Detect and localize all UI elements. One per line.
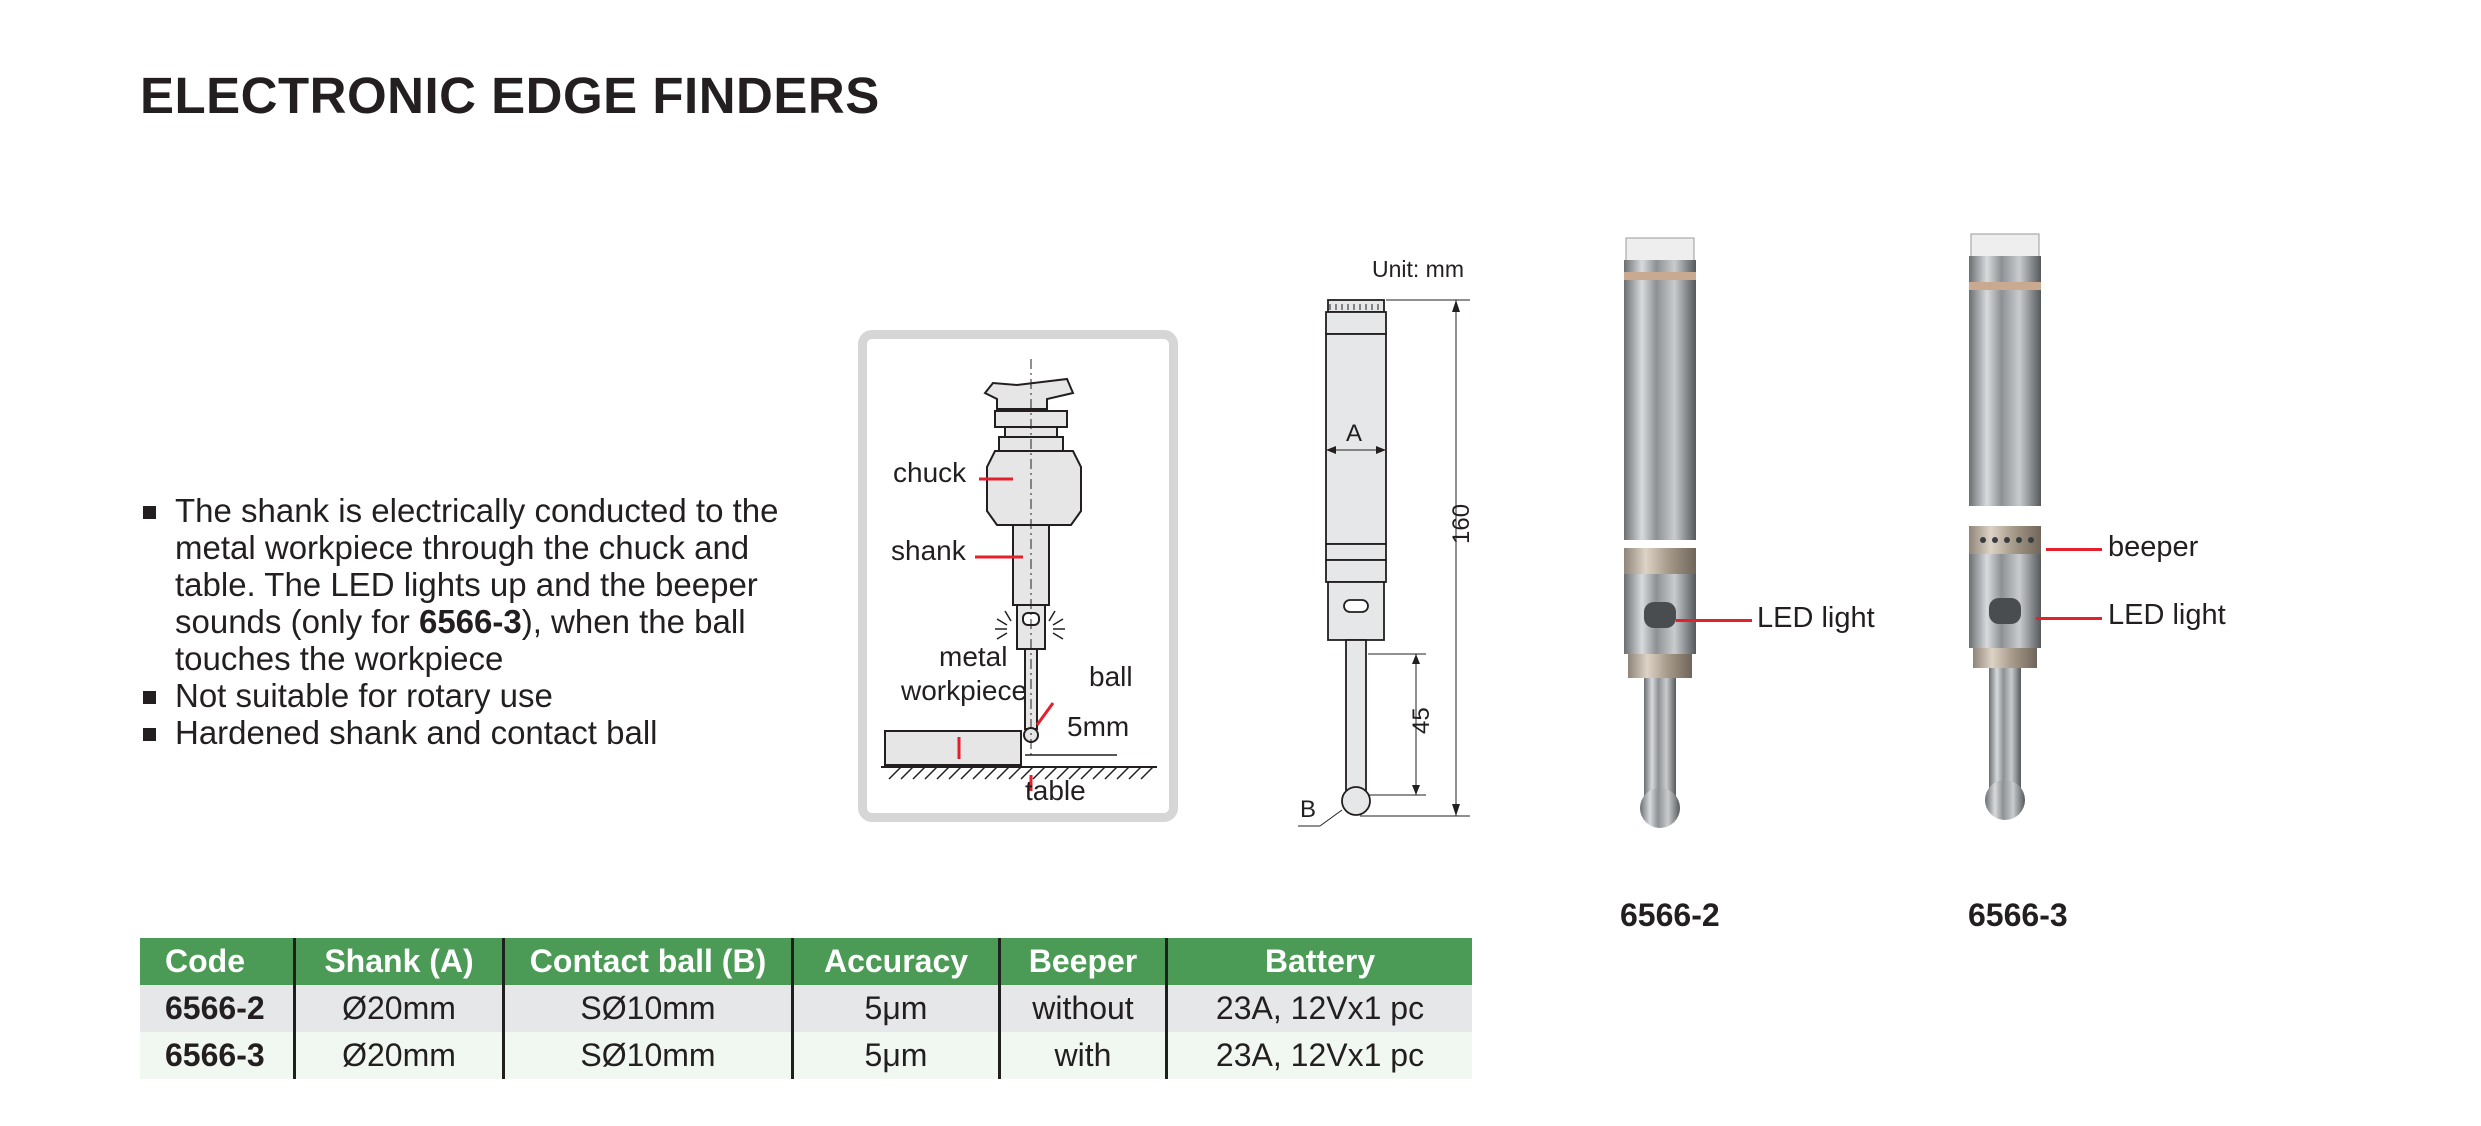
cell-code: 6566-2 — [140, 985, 295, 1032]
product-photo-6566-3 — [1969, 233, 2041, 820]
dim-label-a: A — [1346, 420, 1363, 447]
column-header: Code — [140, 938, 295, 985]
cell-code: 6566-3 — [140, 1032, 295, 1079]
unit-label: Unit: mm — [1372, 256, 1464, 282]
table-header-row: Code Shank (A) Contact ball (B) Accuracy… — [140, 938, 1472, 985]
cell-shank: Ø20mm — [293, 1032, 504, 1079]
column-header: Accuracy — [791, 938, 1000, 985]
feature-text: The shank is electrically conducted to t… — [175, 492, 779, 640]
dimension-illustration — [1298, 299, 1470, 827]
square-bullet-icon — [143, 506, 156, 519]
photo2-code: 6566-3 — [1968, 897, 2068, 933]
label-chuck: chuck — [893, 457, 967, 488]
feature-text: Hardened shank and contact ball — [175, 714, 658, 751]
square-bullet-icon — [143, 728, 156, 741]
photo2-label-beeper: beeper — [2108, 531, 2199, 563]
dimension-drawing: Unit: mm — [1290, 250, 1530, 830]
usage-illustration — [881, 359, 1157, 791]
photo2-label-led: LED light — [2108, 599, 2226, 631]
feature-code-highlight: 6566-3 — [418, 603, 522, 640]
square-bullet-icon — [143, 691, 156, 704]
label-shank: shank — [891, 535, 966, 566]
label-table: table — [1025, 775, 1086, 806]
label-workpiece: workpiece — [901, 675, 1028, 706]
page-title: ELECTRONIC EDGE FINDERS — [140, 67, 880, 124]
usage-diagram: chuck shank metal workpiece ball 5mm tab… — [858, 330, 1178, 822]
column-header: Battery — [1165, 938, 1472, 985]
cell-accuracy: 5μm — [791, 1032, 1000, 1079]
cell-battery: 23A, 12Vx1 pc — [1165, 985, 1472, 1032]
leader-line — [1676, 619, 1752, 622]
cell-contact-ball: SØ10mm — [502, 1032, 793, 1079]
cell-beeper: with — [998, 1032, 1167, 1079]
cell-beeper: without — [998, 985, 1167, 1032]
column-header: Beeper — [998, 938, 1167, 985]
product-photo-6566-2 — [1624, 237, 1696, 828]
feature-text: ), when the ball touches the workpiece — [175, 603, 746, 677]
dim-label-b: B — [1300, 796, 1317, 823]
feature-item: Hardened shank and contact ball — [140, 714, 820, 751]
column-header: Contact ball (B) — [502, 938, 793, 985]
label-ball: ball — [1089, 661, 1133, 692]
label-metal: metal — [939, 641, 1008, 672]
feature-text: Not suitable for rotary use — [175, 677, 553, 714]
dim-label-160: 160 — [1448, 503, 1475, 544]
photo1-label-led: LED light — [1757, 602, 1875, 634]
table-row: 6566-3 Ø20mm SØ10mm 5μm with 23A, 12Vx1 … — [140, 1032, 1472, 1079]
cell-shank: Ø20mm — [293, 985, 504, 1032]
leader-line — [2046, 548, 2102, 551]
cell-accuracy: 5μm — [791, 985, 1000, 1032]
cell-contact-ball: SØ10mm — [502, 985, 793, 1032]
dim-label-45: 45 — [1408, 707, 1435, 734]
column-header: Shank (A) — [293, 938, 504, 985]
label-gap: 5mm — [1067, 711, 1130, 742]
table-row: 6566-2 Ø20mm SØ10mm 5μm without 23A, 12V… — [140, 985, 1472, 1032]
feature-item: The shank is electrically conducted to t… — [140, 492, 820, 677]
leader-line — [2036, 617, 2102, 620]
spec-table: Code Shank (A) Contact ball (B) Accuracy… — [140, 938, 1472, 1079]
cell-battery: 23A, 12Vx1 pc — [1165, 1032, 1472, 1079]
feature-list: The shank is electrically conducted to t… — [140, 492, 820, 751]
feature-item: Not suitable for rotary use — [140, 677, 820, 714]
photo1-code: 6566-2 — [1620, 897, 1720, 933]
